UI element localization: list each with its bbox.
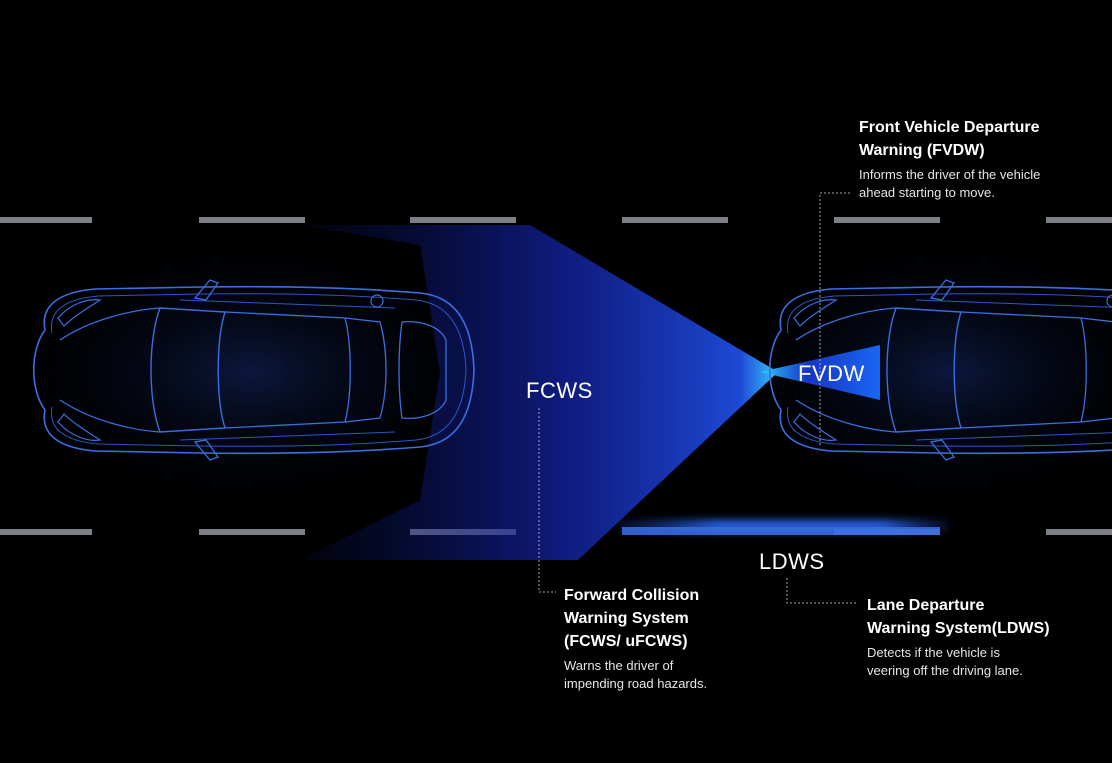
ldws-label: LDWS [759,549,825,574]
fcws-label: FCWS [526,378,593,403]
fvdw-title-line1: Front Vehicle Departure [859,119,1040,136]
fvdw-desc-line2: ahead starting to move. [859,185,995,200]
fcws-title-line3: (FCWS/ uFCWS) [564,633,688,650]
fvdw-leader [819,192,852,445]
fcws-desc-line2: impending road hazards. [564,676,708,691]
ldws-desc-line2: veering off the driving lane. [867,663,1023,678]
ldws-lane-highlight [622,527,940,535]
fvdw-callout: Front Vehicle Departure Warning (FVDW) I… [859,116,1099,202]
fcws-beam [300,225,778,560]
right-car-glow [710,232,1112,512]
fvdw-desc-line1: Informs the driver of the vehicle [859,167,1041,182]
callout-leaders [538,192,856,604]
fcws-title-line2: Warning System [564,610,689,627]
fvdw-title-line2: Warning (FVDW) [859,142,985,159]
ldws-title-line2: Warning System(LDWS) [867,620,1050,637]
fcws-leader [538,408,556,593]
ldws-desc-line1: Detects if the vehicle is [867,645,1000,660]
fcws-callout: Forward Collision Warning System (FCWS/ … [564,584,764,693]
ldws-title-line1: Lane Departure [867,597,985,614]
ldws-leader [786,578,856,604]
fvdw-label: FVDW [798,361,865,386]
ldws-callout: Lane Departure Warning System(LDWS) Dete… [867,594,1107,680]
lane-markings-top [0,217,1112,223]
fcws-title-line1: Forward Collision [564,587,700,604]
fcws-desc-line1: Warns the driver of [564,658,674,673]
